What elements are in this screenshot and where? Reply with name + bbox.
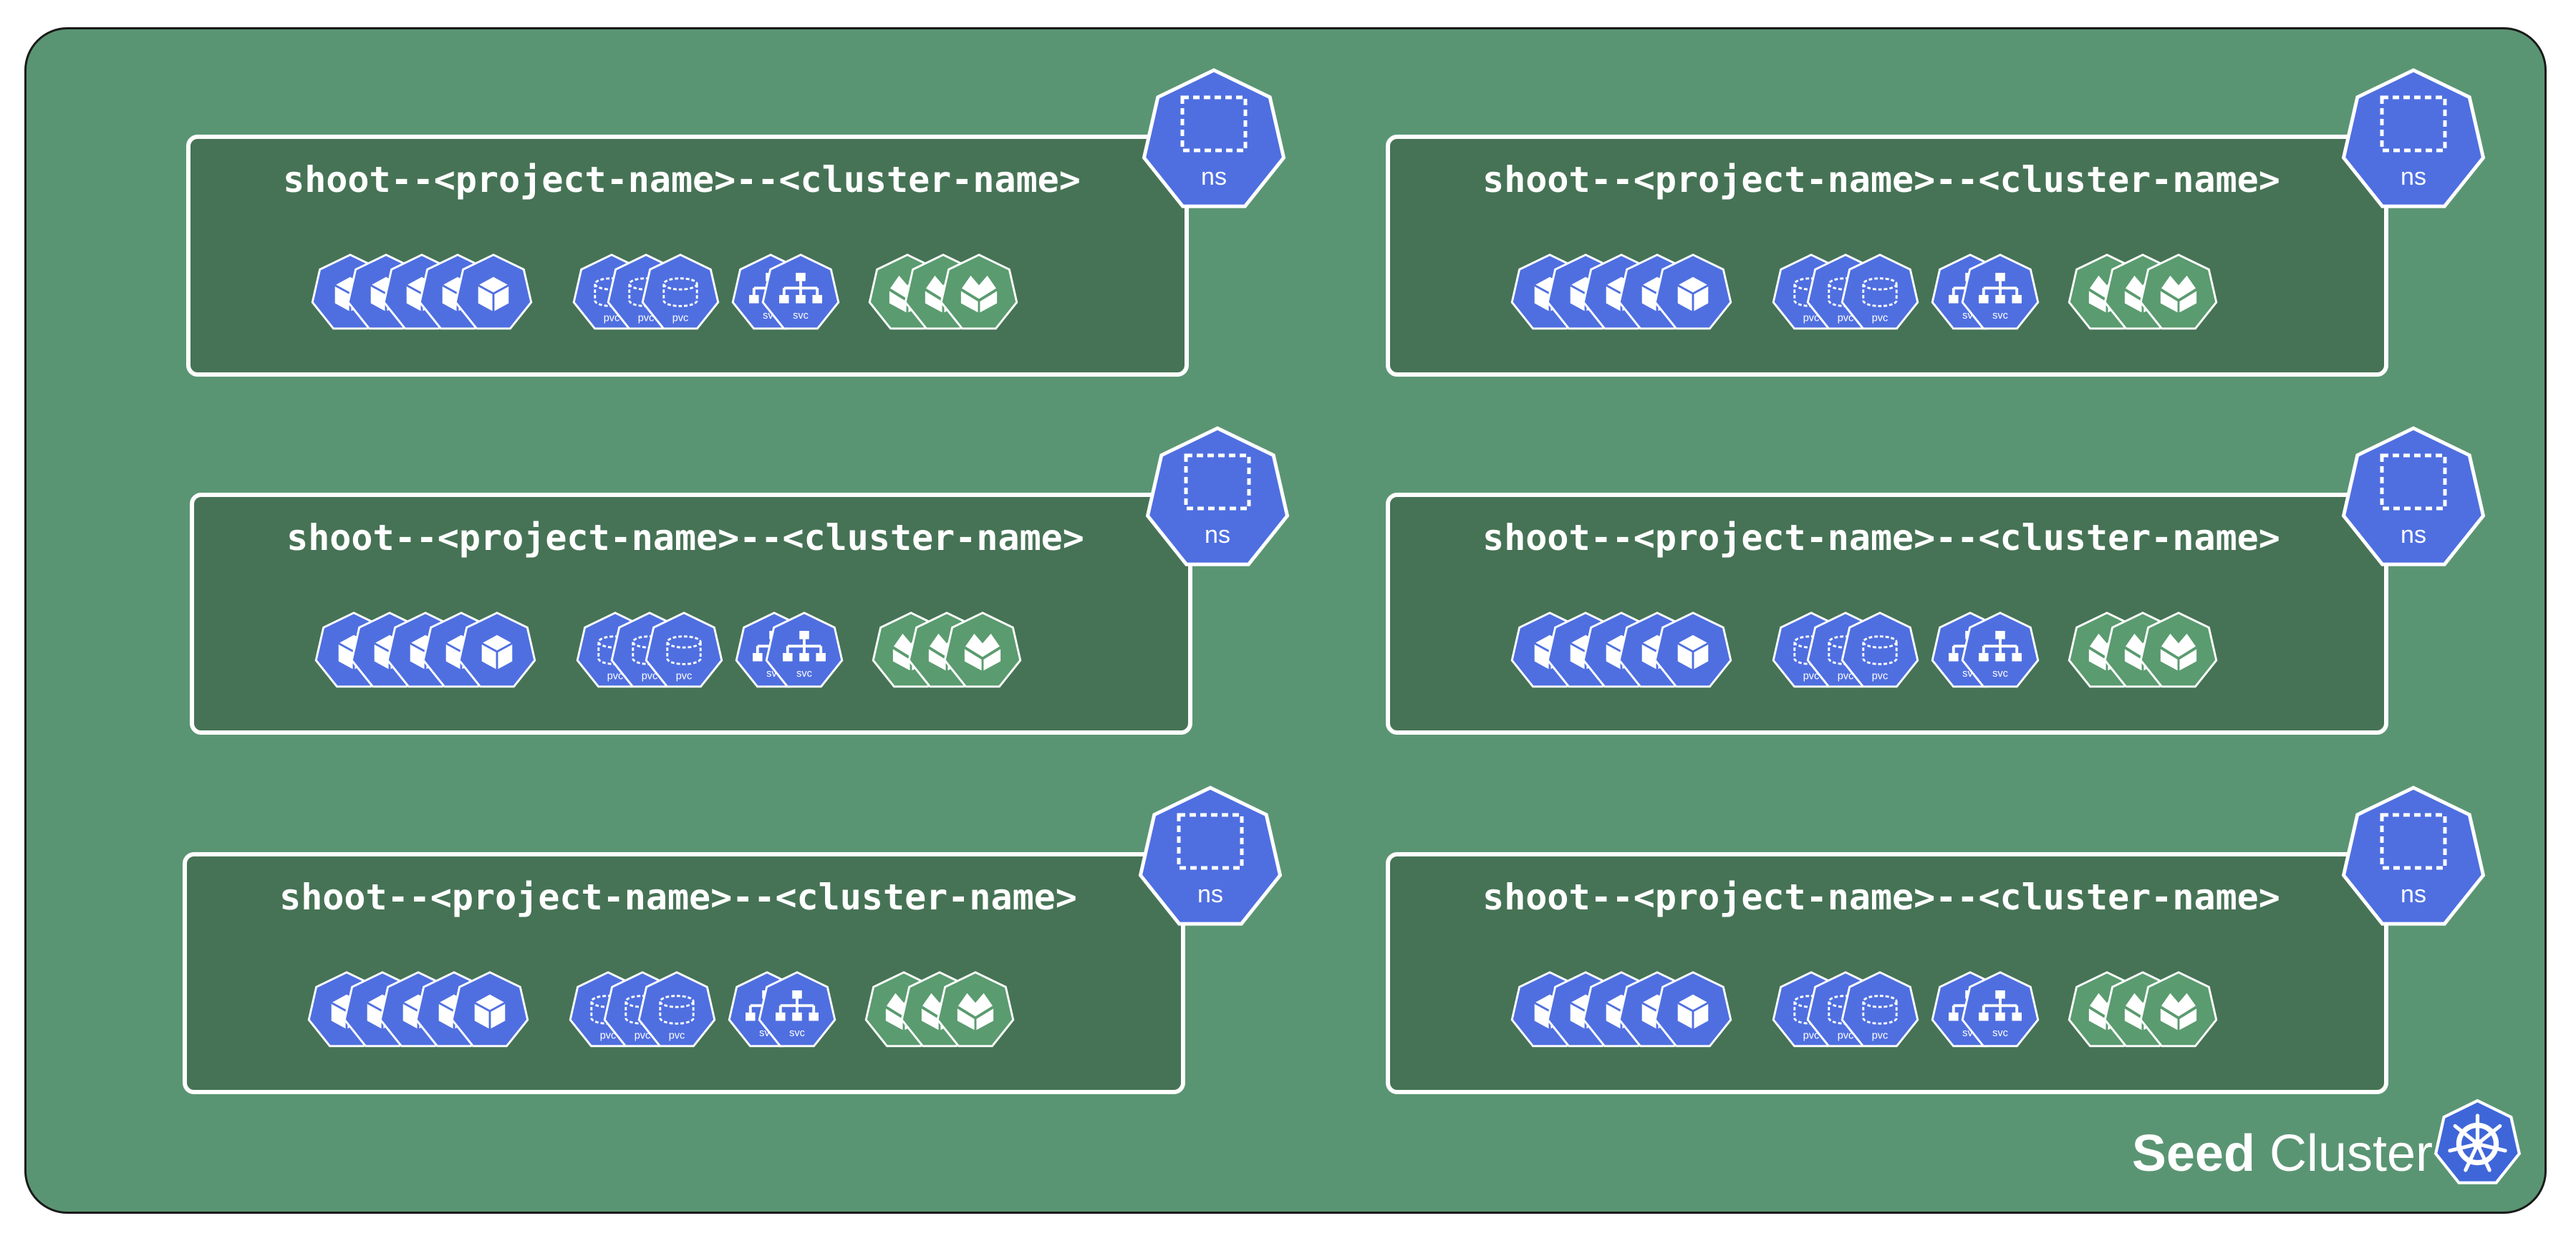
pvc-icon: pvc	[1838, 610, 1921, 693]
namespace-icon-label: ns	[1197, 881, 1223, 908]
pvc-icon: pvc	[639, 252, 722, 335]
namespace-title: shoot--<project-name>--<cluster-name>	[286, 517, 1084, 559]
shoot-namespace-box: shoot--<project-name>--<cluster-name> pvc…	[1386, 135, 2388, 377]
pod-icon	[448, 970, 531, 1053]
svg-text:svc: svc	[796, 668, 812, 680]
svg-text:pvc: pvc	[1803, 1030, 1820, 1042]
namespace-title: shoot--<project-name>--<cluster-name>	[1482, 517, 2280, 559]
seed-label-bold: Seed	[2131, 1125, 2255, 1182]
namespace-icon-label: ns	[1205, 521, 1230, 549]
etcd-icon	[2137, 610, 2220, 693]
namespace-title: shoot--<project-name>--<cluster-name>	[279, 876, 1077, 918]
svg-text:pvc: pvc	[1872, 313, 1888, 324]
shoot-namespace-box: shoot--<project-name>--<cluster-name> pvc…	[1386, 852, 2388, 1094]
namespace-icon: ns	[1142, 425, 1293, 575]
namespace-title: shoot--<project-name>--<cluster-name>	[1482, 876, 2280, 918]
svg-text:pvc: pvc	[1803, 313, 1820, 324]
pod-icon	[1651, 252, 1735, 335]
pod-icon	[1651, 610, 1735, 693]
pod-icon	[1651, 970, 1735, 1053]
svg-text:svc: svc	[789, 1028, 805, 1039]
namespace-icon-label: ns	[2401, 163, 2426, 190]
seed-label-rest: Cluster	[2269, 1125, 2433, 1182]
namespace-title: shoot--<project-name>--<cluster-name>	[1482, 159, 2280, 201]
svg-text:pvc: pvc	[1838, 671, 1854, 682]
namespace-title: shoot--<project-name>--<cluster-name>	[283, 159, 1081, 201]
svg-text:pvc: pvc	[1803, 671, 1820, 682]
service-icon: svc	[1959, 970, 2042, 1053]
shoot-namespace-box: shoot--<project-name>--<cluster-name> pvc…	[190, 493, 1192, 735]
svg-text:pvc: pvc	[1872, 1030, 1888, 1042]
namespace-icon-label: ns	[1201, 163, 1227, 190]
svg-text:svc: svc	[1992, 668, 2008, 680]
namespace-icon: ns	[2338, 425, 2489, 575]
etcd-icon	[937, 252, 1021, 335]
etcd-icon	[941, 610, 1024, 693]
pvc-icon: pvc	[1838, 252, 1921, 335]
namespace-icon: ns	[2338, 67, 2489, 217]
svg-text:pvc: pvc	[638, 313, 655, 324]
service-icon: svc	[1959, 252, 2042, 335]
etcd-icon	[2137, 970, 2220, 1053]
pod-icon	[455, 610, 539, 693]
namespace-icon-label: ns	[2401, 881, 2426, 908]
pvc-icon: pvc	[642, 610, 725, 693]
shoot-namespace-box: shoot--<project-name>--<cluster-name> pvc…	[1386, 493, 2388, 735]
service-icon: svc	[1959, 610, 2042, 693]
namespace-icon: ns	[1139, 67, 1289, 217]
kubernetes-logo-icon	[2433, 1098, 2522, 1184]
service-icon: svc	[759, 252, 842, 335]
etcd-icon	[2137, 252, 2220, 335]
namespace-icon: ns	[2338, 784, 2489, 934]
svg-text:pvc: pvc	[676, 671, 693, 682]
svg-text:pvc: pvc	[642, 671, 658, 682]
seed-cluster-label: Seed Cluster	[2132, 1124, 2433, 1183]
svg-text:svc: svc	[793, 310, 809, 322]
shoot-namespace-box: shoot--<project-name>--<cluster-name> pvc…	[183, 852, 1185, 1094]
svg-text:pvc: pvc	[635, 1030, 651, 1042]
service-icon: svc	[763, 610, 846, 693]
svg-text:pvc: pvc	[607, 671, 624, 682]
svg-text:pvc: pvc	[672, 313, 689, 324]
service-icon: svc	[756, 970, 839, 1053]
namespace-icon-label: ns	[2401, 521, 2426, 549]
svg-text:pvc: pvc	[1872, 671, 1888, 682]
shoot-namespace-box: shoot--<project-name>--<cluster-name> pvc…	[186, 135, 1189, 377]
pvc-icon: pvc	[635, 970, 718, 1053]
pod-icon	[452, 252, 535, 335]
etcd-icon	[934, 970, 1017, 1053]
svg-text:svc: svc	[1992, 310, 2008, 322]
svg-text:svc: svc	[1992, 1028, 2008, 1039]
svg-text:pvc: pvc	[600, 1030, 617, 1042]
svg-text:pvc: pvc	[1838, 313, 1854, 324]
svg-text:pvc: pvc	[604, 313, 620, 324]
pvc-icon: pvc	[1838, 970, 1921, 1053]
svg-text:pvc: pvc	[669, 1030, 685, 1042]
namespace-icon: ns	[1135, 784, 1285, 934]
svg-text:pvc: pvc	[1838, 1030, 1854, 1042]
